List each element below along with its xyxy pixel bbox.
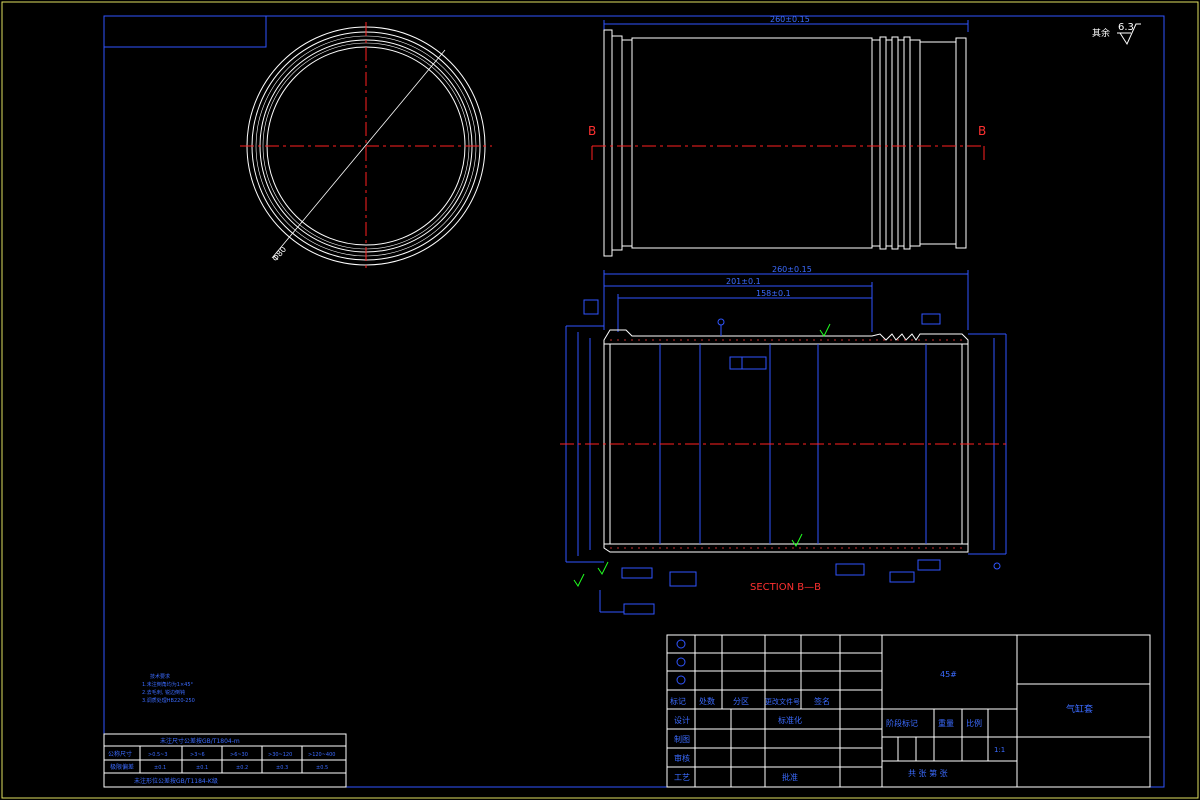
circle-dia-label: Φ80	[271, 245, 288, 263]
tol-h2: >3~6	[190, 752, 205, 758]
tol-r2: ±0.1	[196, 765, 208, 771]
end-view-circle: Φ80	[240, 22, 492, 270]
surface-roughness-mark: 其余 6.3	[1092, 22, 1141, 46]
cut-label-right: B	[978, 124, 986, 138]
tol-footer: 未注形位公差按GB/T1184-K级	[134, 777, 218, 785]
exterior-view: 260±0.15 B B	[588, 15, 986, 257]
dim-sec-upper: 201±0.1	[726, 277, 761, 286]
tol-r5: ±0.5	[316, 765, 328, 771]
roughness-prefix: 其余	[1092, 27, 1110, 39]
technical-notes: 技术要求 1.未注倒角均为1×45° 2.去毛刺, 锐边倒钝 3.调质处理HB2…	[142, 673, 195, 704]
tb-row-4: 签名	[814, 696, 830, 706]
tb-left-1: 制图	[674, 734, 690, 744]
tol-r0: 极限偏差	[110, 763, 134, 771]
tb-row-1: 处数	[699, 696, 715, 706]
title-block: 标记 处数 分区 更改文件号 签名 设计 制图 审核 工艺 标准化 批准 45#…	[666, 634, 1151, 788]
dim-sec-overall: 260±0.15	[772, 265, 812, 274]
tb-part-name: 气缸套	[1066, 703, 1093, 715]
notes-line-3: 3.调质处理HB220-250	[142, 697, 195, 704]
section-view: 260±0.15 201±0.1 158±0.1	[560, 265, 1010, 615]
roughness-value: 6.3	[1118, 22, 1134, 33]
tol-title: 未注尺寸公差按GB/T1804-m	[160, 737, 240, 745]
tol-r4: ±0.3	[276, 765, 288, 771]
tb-left-0: 设计	[674, 715, 690, 725]
tol-r1: ±0.1	[154, 765, 166, 771]
tb-row-3: 更改文件号	[765, 697, 800, 706]
tb-stage-0: 阶段标记	[886, 718, 918, 728]
tb-approve: 批准	[782, 772, 798, 782]
notes-heading: 技术要求	[150, 673, 170, 680]
tb-left-3: 工艺	[674, 773, 690, 782]
notes-line-1: 1.未注倒角均为1×45°	[142, 681, 194, 688]
sheet-inner-border	[103, 15, 1165, 788]
tol-h0: 公称尺寸	[108, 750, 132, 758]
tb-row-0: 标记	[670, 696, 686, 706]
code-box	[103, 15, 267, 48]
dim-top-overall: 260±0.15	[770, 15, 810, 24]
tb-material: 45#	[940, 670, 957, 679]
tb-scale: 1:1	[994, 746, 1005, 754]
tol-h1: >0.5~3	[148, 752, 168, 758]
cut-label-left: B	[588, 124, 596, 138]
tb-standardized: 标准化	[778, 715, 802, 725]
tb-sheet: 共 张 第 张	[908, 768, 948, 778]
section-title: SECTION B—B	[750, 582, 821, 593]
tol-h5: >120~400	[308, 752, 335, 758]
tol-h4: >30~120	[268, 752, 292, 758]
dim-sec-inner: 158±0.1	[756, 289, 791, 298]
tol-r3: ±0.2	[236, 765, 248, 771]
tb-stage-2: 比例	[966, 718, 982, 728]
tb-row-2: 分区	[733, 697, 749, 706]
notes-line-2: 2.去毛刺, 锐边倒钝	[142, 689, 185, 696]
tb-stage-1: 重量	[938, 718, 954, 728]
tol-h3: >6~30	[230, 752, 248, 758]
tb-left-2: 审核	[674, 753, 690, 763]
tolerance-table: 未注尺寸公差按GB/T1804-m 公称尺寸 >0.5~3 >3~6 >6~30…	[103, 733, 347, 788]
